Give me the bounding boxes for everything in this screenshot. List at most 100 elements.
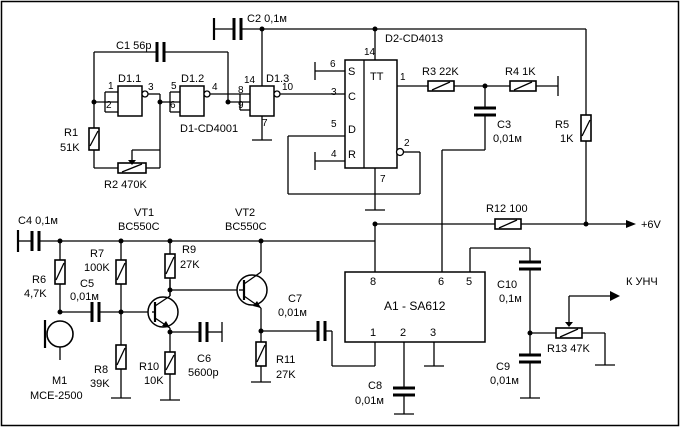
- label-c3: C3: [497, 119, 511, 131]
- gate-d1-2: [179, 85, 211, 117]
- d2-pin6: 6: [330, 59, 336, 70]
- capacitor-c2: [212, 18, 586, 40]
- d2-pin7: 7: [380, 174, 386, 185]
- resistor-r8: [115, 344, 127, 370]
- label-c4: C4 0,1м: [18, 215, 58, 227]
- label-r6-val: 4,7K: [24, 288, 47, 300]
- label-r10: R10: [139, 361, 159, 373]
- label-r12: R12 100: [486, 203, 528, 215]
- gate-d1-3: [249, 85, 281, 117]
- capacitor-c4: [16, 230, 41, 252]
- capacitor-c10: [519, 260, 541, 271]
- capacitor-c5: [90, 302, 101, 322]
- transistor-vt2: [236, 271, 268, 309]
- capacitor-c7: [316, 321, 327, 341]
- label-c8: C8: [368, 380, 382, 392]
- d2-pin14: 14: [364, 47, 376, 58]
- label-c9: C9: [496, 361, 510, 373]
- capacitor-c3: [474, 106, 496, 117]
- label-d2: D2-CD4013: [385, 33, 443, 45]
- label-c1: C1 56p: [116, 40, 151, 52]
- d2-cd4013-flipflop: TT S C D R: [344, 59, 405, 169]
- microphone-m1: [43, 320, 74, 360]
- resistor-r10: [164, 351, 176, 375]
- d2-pin4: 4: [331, 149, 337, 160]
- d2-tt-label: TT: [370, 71, 384, 83]
- d2-pin1: 1: [400, 72, 406, 83]
- label-r1-val: 51K: [60, 142, 80, 154]
- gate-d1-1: [117, 85, 149, 117]
- label-c9-val: 0,01м: [490, 375, 519, 387]
- label-r8: R8: [94, 364, 108, 376]
- label-r5-val: 1K: [560, 133, 574, 145]
- label-c7-val: 0,01м: [278, 307, 307, 319]
- label-r7: R7: [90, 248, 104, 260]
- label-r6: R6: [32, 274, 46, 286]
- a1-pin3: 3: [430, 327, 436, 339]
- resistor-r7: [115, 259, 127, 285]
- d1-pin4: 4: [212, 82, 218, 93]
- label-c2: C2 0,1м: [247, 13, 287, 25]
- d1-pin1: 1: [108, 81, 114, 92]
- d2-d-label: D: [348, 124, 356, 136]
- label-vt1-type: BC550C: [118, 221, 160, 233]
- a1-pin8: 8: [370, 276, 376, 288]
- label-c5: C5: [80, 278, 94, 290]
- resistor-r5: [580, 114, 592, 142]
- resistor-r9: [164, 253, 176, 279]
- resistor-r3: [427, 80, 455, 92]
- capacitor-c1: [155, 42, 166, 62]
- potentiometer-r2: [117, 160, 147, 174]
- capacitor-c9: [519, 353, 541, 364]
- resistor-r11: [255, 341, 267, 367]
- label-r4: R4 1K: [505, 66, 536, 78]
- label-m1: M1: [52, 375, 67, 387]
- label-r2: R2 470K: [104, 179, 147, 191]
- label-c8-val: 0,01м: [355, 395, 384, 407]
- label-vt2-type: BC550C: [225, 221, 267, 233]
- potentiometer-r13: [555, 322, 583, 339]
- d1-pin9: 9: [238, 100, 244, 111]
- label-r1: R1: [64, 127, 78, 139]
- label-vt1: VT1: [134, 207, 154, 219]
- a1-pin6: 6: [438, 276, 444, 288]
- d2-s-label: S: [348, 66, 355, 78]
- label-r9-val: 27K: [180, 259, 200, 271]
- label-c6-val: 5600p: [188, 367, 219, 379]
- label-output: К УНЧ: [626, 276, 658, 288]
- transistor-vt1: [147, 295, 179, 329]
- label-r7-val: 100K: [84, 262, 110, 274]
- resistor-r12: [494, 218, 522, 230]
- label-vt2: VT2: [235, 207, 255, 219]
- supply-arrow: [626, 220, 636, 228]
- a1-pin2: 2: [400, 327, 406, 339]
- label-r8-val: 39K: [90, 378, 110, 390]
- label-d1-2: D1.2: [181, 73, 204, 85]
- label-c5-val: 0,01м: [70, 291, 99, 303]
- d1-pin5: 5: [171, 81, 177, 92]
- d2-c-label: C: [348, 91, 356, 103]
- capacitor-c6: [198, 322, 209, 342]
- label-m1-type: MCE-2500: [30, 390, 83, 402]
- d1-pin14: 14: [244, 75, 256, 86]
- label-c3-val: 0,01м: [493, 133, 522, 145]
- label-d1: D1-CD4001: [180, 123, 238, 135]
- label-r10-val: 10K: [144, 375, 164, 387]
- capacitor-c8: [393, 386, 415, 397]
- label-a1: A1 - SA612: [384, 299, 446, 313]
- d1-pin3: 3: [148, 82, 154, 93]
- d1-pin6: 6: [170, 100, 176, 111]
- label-c10-val: 0,1м: [499, 293, 522, 305]
- d1-pin7: 7: [262, 118, 268, 129]
- label-r13: R13 47K: [547, 343, 590, 355]
- label-c7: C7: [288, 293, 302, 305]
- label-r5: R5: [555, 119, 569, 131]
- label-d1-3: D1.3: [266, 73, 289, 85]
- output-arrow: [610, 291, 620, 301]
- a1-pin5: 5: [466, 276, 472, 288]
- resistor-r1: [88, 127, 100, 151]
- label-d1-1: D1.1: [118, 73, 141, 85]
- d2-pin3: 3: [331, 87, 337, 98]
